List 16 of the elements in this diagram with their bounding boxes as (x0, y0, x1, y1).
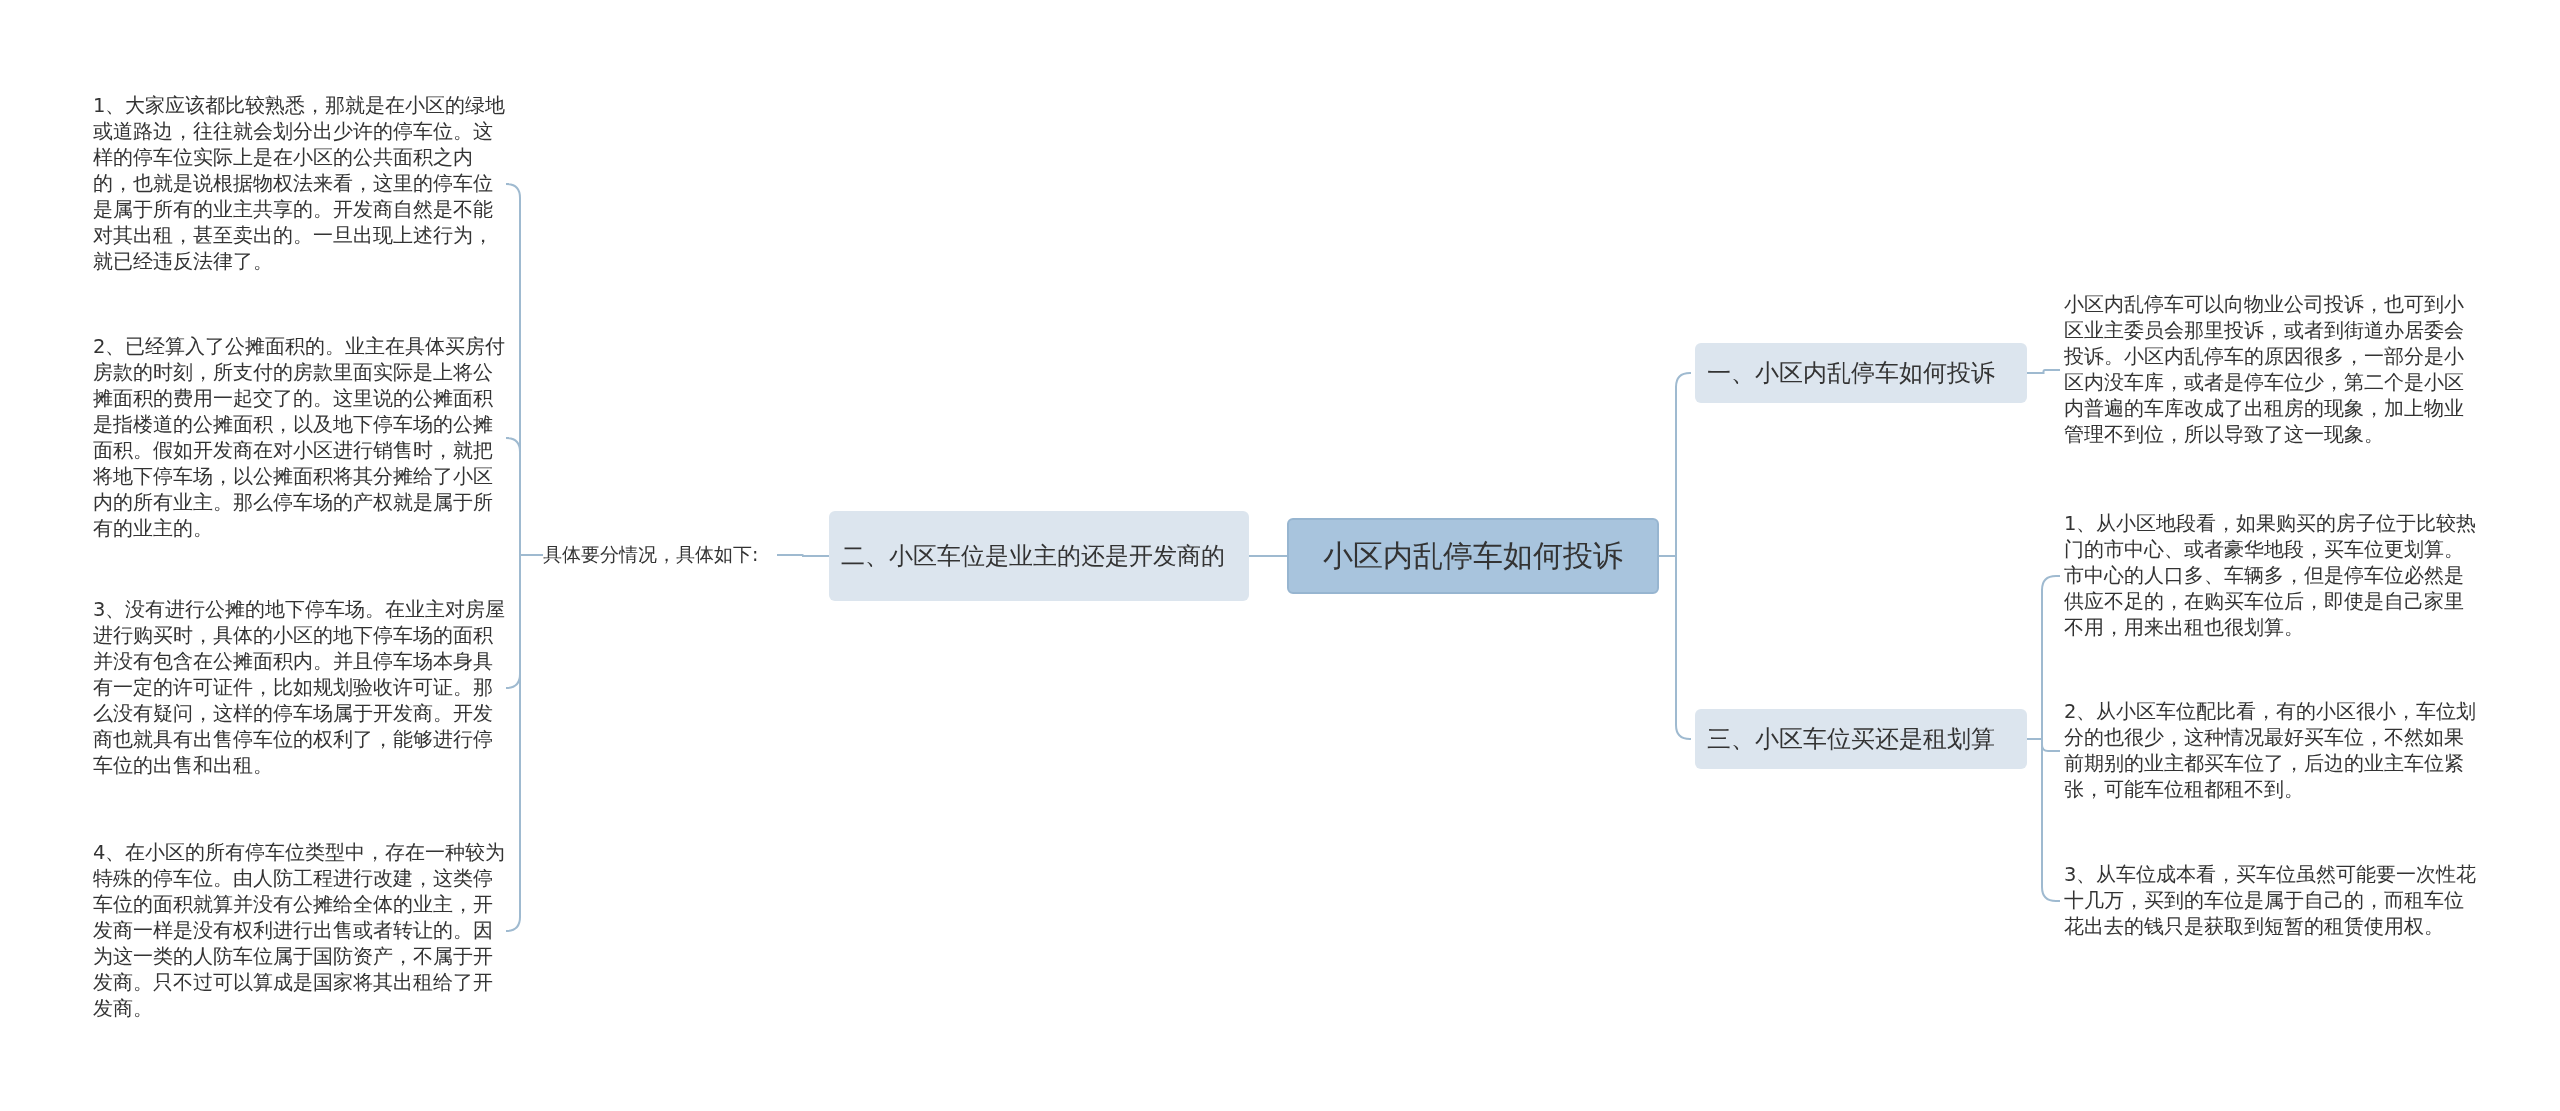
note-text: 2、从小区车位配比看，有的小区很小，车位划分的也很少，这种情况最好买车位，不然如果前期别的业主都买车位了，后边的业主车位紧张，可能车位租都租不到。 (2064, 699, 2482, 803)
central-topic-box: 小区内乱停车如何投诉 (1287, 518, 1659, 594)
subtopic-text: 具体要分情况，具体如下: (543, 541, 779, 569)
topic-box: 一、小区内乱停车如何投诉 (1695, 343, 2027, 403)
note-text: 4、在小区的所有停车位类型中，存在一种较为特殊的停车位。由人防工程进行改建，这类停车位的面积就算并没有公摊给全体的业主，开发商一样是没有权利进行出售或者转让的。因为这一类的人防车位属于国防资产，不属于开发商。只不过可以算成是国家将其出租给了开发商。 (93, 840, 511, 1022)
connector-line (776, 554, 830, 557)
note-text: 3、没有进行公摊的地下停车场。在业主对房屋进行购买时，具体的小区的地下停车场的面积并没有包含在公摊面积内。并且停车场本身具有一定的许可证件，比如规划验收许可证。那么没有疑问，这样的停车场属于开发商。开发商也就具有出售停车位的权利了，能够进行停车位的出售和出租。 (93, 597, 511, 779)
topic-box: 三、小区车位买还是租划算 (1695, 709, 2027, 769)
note-text: 小区内乱停车可以向物业公司投诉，也可到小区业主委员会那里投诉，或者到街道办居委会投诉。小区内乱停车的原因很多，一部分是小区内没车库，或者是停车位少，第二个是小区内普遍的车库改成了出租房的现象，加上物业管理不到位，所以导致了这一现象。 (2064, 292, 2482, 448)
note-text: 1、从小区地段看，如果购买的房子位于比较热门的市中心、或者豪华地段，买车位更划算。市中心的人口多、车辆多，但是停车位必然是供应不足的，在购买车位后，即使是自己家里不用，用来出租也很划算。 (2064, 511, 2482, 641)
note-text: 2、已经算入了公摊面积的。业主在具体买房付房款的时刻，所支付的房款里面实际是上将公摊面积的费用一起交了的。这里说的公摊面积是指楼道的公摊面积，以及地下停车场的公摊面积。假如开发商在对小区进行销售时，就把将地下停车场，以公摊面积将其分摊给了小区内的所有业主。那么停车场的产权就是属于所有的业主的。 (93, 334, 511, 542)
topic-box: 二、小区车位是业主的还是开发商的 (829, 511, 1249, 601)
note-text: 3、从车位成本看，买车位虽然可能要一次性花十几万，买到的车位是属于自己的，而租车位花出去的钱只是获取到短暂的租赁使用权。 (2064, 862, 2482, 940)
connector-line (505, 554, 544, 932)
note-text: 1、大家应该都比较熟悉，那就是在小区的绿地或道路边，往往就会划分出少许的停车位。这样的停车位实际上是在小区的公共面积之内的，也就是说根据物权法来看，这里的停车位是属于所有的业主共享的。开发商自然是不能对其出租，甚至卖出的。一旦出现上述行为，就已经违反法律了。 (93, 93, 511, 275)
connector-line (2026, 369, 2061, 374)
